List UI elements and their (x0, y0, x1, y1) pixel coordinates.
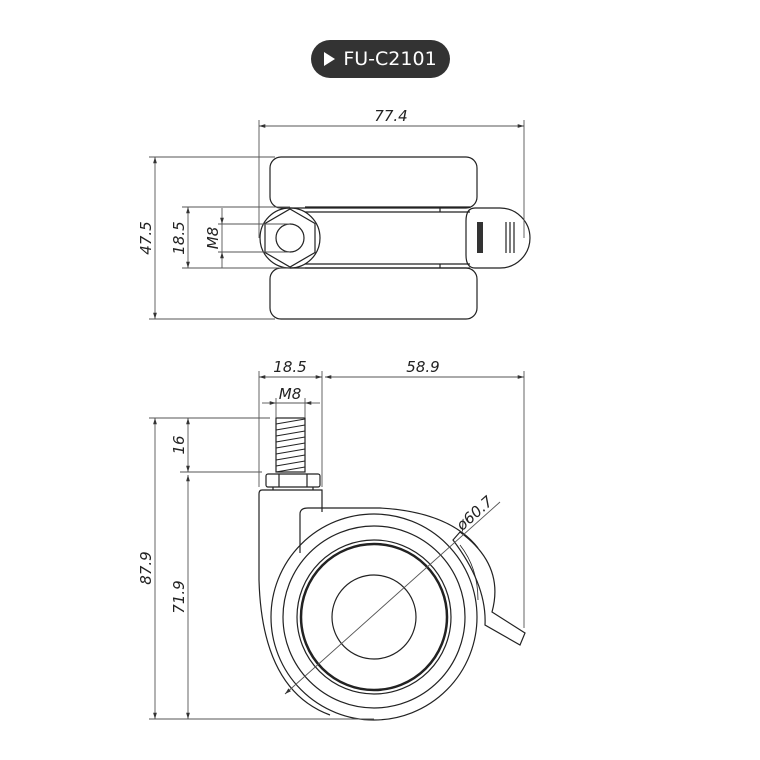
top-tire-lower (269, 267, 478, 320)
wheel-tread (282, 525, 466, 709)
wheel-rim (296, 539, 452, 695)
dim-side-thread-length: 16 (170, 435, 188, 454)
dim-side-offset: 58.9 (406, 358, 439, 376)
dim-wheel-diameter: ø60.7 (452, 492, 497, 535)
dim-side-height-no-thread: 71.9 (170, 580, 188, 613)
threaded-stem (275, 417, 306, 473)
top-view-dimensions (149, 120, 525, 320)
caster-body (258, 489, 331, 716)
thread-hole (275, 223, 305, 253)
top-view (259, 156, 531, 320)
side-view-dimensions (149, 371, 525, 720)
dim-top-housing: 18.5 (170, 221, 188, 254)
dim-side-overall-height: 87.9 (137, 551, 155, 584)
dim-top-thread: M8 (204, 227, 222, 250)
model-badge: FU-C2101 (311, 40, 450, 78)
brake-cap (465, 207, 531, 269)
play-triangle-icon (324, 52, 336, 66)
wheel-hub (331, 574, 417, 660)
hex-nut-side (265, 473, 321, 488)
dim-side-thread: M8 (279, 385, 302, 403)
stem-housing-circle (259, 207, 321, 269)
dim-top-overall-width: 77.4 (374, 107, 407, 125)
dim-side-housing-width: 18.5 (273, 358, 306, 376)
dim-top-overall-height: 47.5 (137, 221, 155, 254)
model-label: FU-C2101 (343, 48, 437, 70)
wheel-outer (270, 513, 478, 721)
hex-nut (264, 208, 316, 268)
brake-lever (452, 531, 526, 646)
top-tire-upper (269, 156, 478, 209)
wheel-rim-inner (299, 542, 449, 692)
side-view (258, 417, 526, 721)
